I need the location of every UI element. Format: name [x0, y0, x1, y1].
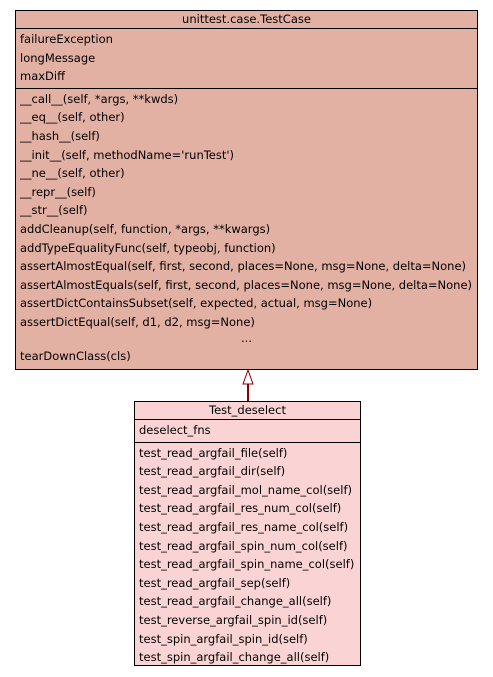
method: __hash__(self) — [20, 128, 100, 143]
method: test_spin_argfail_change_all(self) — [139, 650, 330, 665]
attribute: longMessage — [20, 50, 96, 65]
method: __repr__(self) — [20, 184, 96, 199]
method: assertDictEqual(self, d1, d2, msg=None) — [20, 314, 255, 329]
class-box-testcase[interactable]: unittest.case.TestCase failureException … — [15, 10, 478, 370]
method: test_read_argfail_res_name_col(self) — [139, 519, 349, 534]
method: assertAlmostEqual(self, first, second, p… — [20, 259, 467, 274]
method: __call__(self, *args, **kwds) — [20, 91, 179, 106]
attribute: failureException — [20, 32, 113, 46]
class-box-test-deselect[interactable]: Test_deselect deselect_fns test_read_arg… — [134, 401, 361, 666]
method: test_read_argfail_mol_name_col(self) — [139, 482, 352, 497]
method: __init__(self, methodName='runTest') — [20, 147, 235, 162]
method: test_read_argfail_spin_name_col(self) — [139, 557, 355, 572]
method: test_read_argfail_sep(self) — [139, 575, 291, 590]
method: test_reverse_argfail_spin_id(self) — [139, 612, 328, 627]
method: __str__(self) — [20, 203, 88, 218]
method: assertAlmostEquals(self, first, second, … — [20, 277, 473, 292]
method: test_read_argfail_res_num_col(self) — [139, 501, 342, 516]
methods-compartment: test_read_argfail_file(self) test_read_a… — [135, 443, 360, 669]
attribute: maxDiff — [20, 69, 66, 84]
class-name: unittest.case.TestCase — [16, 11, 477, 29]
class-name: Test_deselect — [135, 402, 360, 420]
method: addTypeEqualityFunc(self, typeobj, funct… — [20, 240, 276, 255]
ellipsis: ... — [241, 330, 252, 345]
method: test_read_argfail_dir(self) — [139, 464, 286, 479]
method: test_read_argfail_change_all(self) — [139, 594, 332, 609]
method: addCleanup(self, function, *args, **kwar… — [20, 221, 271, 236]
method: __eq__(self, other) — [20, 110, 125, 125]
methods-compartment: __call__(self, *args, **kwds) __eq__(sel… — [16, 89, 477, 367]
attribute: deselect_fns — [139, 423, 211, 437]
method: assertDictContainsSubset(self, expected,… — [20, 296, 373, 311]
method: test_read_argfail_spin_num_col(self) — [139, 538, 348, 553]
inheritance-arrow — [242, 368, 254, 401]
attributes-compartment: deselect_fns — [135, 420, 360, 443]
attributes-compartment: failureException longMessage maxDiff — [16, 29, 477, 89]
method: test_read_argfail_file(self) — [139, 445, 288, 460]
method: test_spin_argfail_spin_id(self) — [139, 631, 308, 646]
method: tearDownClass(cls) — [20, 348, 131, 363]
method: __ne__(self, other) — [20, 166, 125, 181]
arrow-head-hollow — [242, 368, 254, 385]
